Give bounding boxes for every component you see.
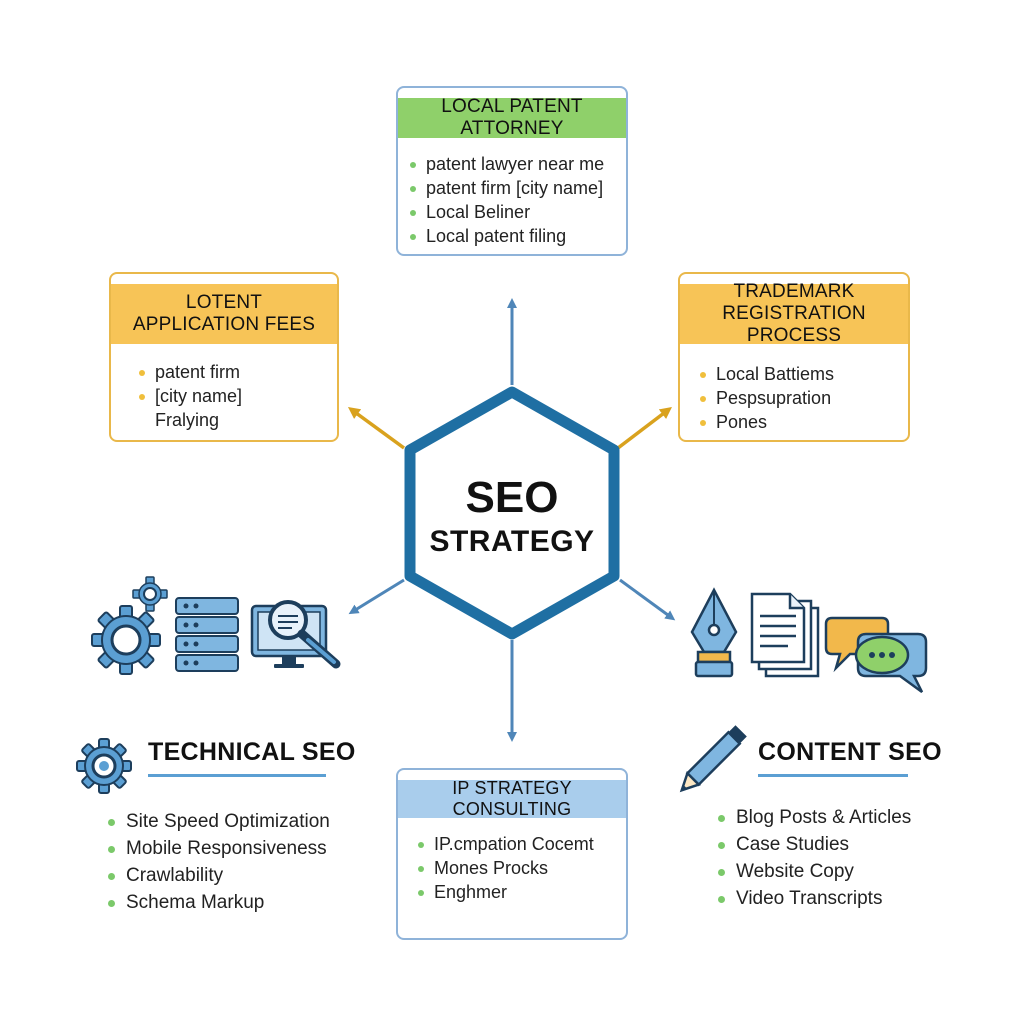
list-item: Pones — [700, 410, 908, 434]
list-item: Local Beliner — [410, 200, 626, 224]
pen-nib-icon — [690, 587, 738, 678]
local-patent-attorney-card: LOCAL PATENT ATTORNEY patent lawyer near… — [396, 86, 628, 256]
keyword-list: Local Battiems Pespsupration Pones — [680, 344, 908, 434]
arrow-to-trademark-registration — [616, 406, 672, 450]
card-title-line1: LOTENT — [185, 292, 263, 313]
small-gear-icon — [132, 576, 168, 612]
chat-bubbles-icon — [824, 616, 928, 694]
arrow-to-content-seo — [619, 578, 676, 621]
list-item: Local Battiems — [700, 362, 908, 386]
content-seo-underline — [758, 774, 908, 777]
arrow-to-application-fees — [347, 407, 406, 450]
list-item: patent lawyer near me — [410, 152, 626, 176]
trademark-registration-card: TRADEMARK REGISTRATION PROCESS Local Bat… — [678, 272, 910, 442]
list-item: Case Studies — [718, 831, 911, 858]
keyword-list: patent firm [city name] Fralying — [111, 344, 337, 432]
list-item: Blog Posts & Articles — [718, 804, 911, 831]
content-seo-title: CONTENT SEO — [758, 738, 942, 766]
list-item: [city name] — [139, 384, 337, 408]
technical-seo-gear-icon — [76, 738, 132, 794]
keyword-list: patent lawyer near me patent firm [city … — [398, 138, 626, 248]
technical-seo-list: Site Speed Optimization Mobile Responsiv… — [108, 808, 330, 916]
center-title-strategy: STRATEGY — [429, 525, 595, 558]
center-title-seo: SEO — [465, 473, 559, 522]
card-header: IP STRATEGY CONSULTING — [398, 778, 626, 819]
card-title-line2: REGISTRATION PROCESS — [722, 303, 866, 346]
list-item: Enghmer — [418, 880, 626, 904]
card-title: LOCAL PATENT ATTORNEY — [441, 96, 583, 139]
monitor-magnifier-icon — [250, 600, 341, 669]
list-item: Crawlability — [108, 862, 330, 889]
card-title-line2: APPLICATION FEES — [132, 314, 316, 335]
server-icon — [175, 597, 239, 672]
list-item: Pespsupration — [700, 386, 908, 410]
card-header: LOCAL PATENT ATTORNEY — [398, 96, 626, 139]
list-item: patent firm [city name] — [410, 176, 626, 200]
arrow-to-technical-seo — [348, 578, 405, 615]
list-item: Video Transcripts — [718, 885, 911, 912]
card-header: TRADEMARK REGISTRATION PROCESS — [680, 281, 908, 346]
documents-icon — [750, 592, 820, 678]
list-item: patent firm — [139, 360, 337, 384]
card-title-line1: TRADEMARK — [733, 281, 855, 302]
list-item: Site Speed Optimization — [108, 808, 330, 835]
keyword-list: IP.cmpation Cocemt Mones Procks Enghmer — [398, 818, 626, 904]
list-item: IP.cmpation Cocemt — [418, 832, 626, 856]
ip-strategy-consulting-card: IP STRATEGY CONSULTING IP.cmpation Cocem… — [396, 768, 628, 940]
list-item: Fralying — [155, 410, 220, 430]
content-seo-list: Blog Posts & Articles Case Studies Websi… — [718, 804, 911, 912]
large-gear-icon — [91, 605, 161, 675]
application-fees-card: LOTENT APPLICATION FEES patent firm [cit… — [109, 272, 339, 442]
list-item: Mones Procks — [418, 856, 626, 880]
list-item: Schema Markup — [108, 889, 330, 916]
card-header: LOTENT APPLICATION FEES — [111, 284, 337, 344]
list-item: Local patent filing — [410, 224, 626, 248]
list-item: Mobile Responsiveness — [108, 835, 330, 862]
center-label: SEO STRATEGY — [410, 472, 614, 560]
card-title: IP STRATEGY CONSULTING — [452, 778, 572, 819]
center-hexagon — [404, 386, 620, 640]
technical-seo-underline — [148, 774, 326, 777]
list-item: Website Copy — [718, 858, 911, 885]
technical-seo-title: TECHNICAL SEO — [148, 738, 356, 766]
pencil-icon — [679, 725, 747, 793]
